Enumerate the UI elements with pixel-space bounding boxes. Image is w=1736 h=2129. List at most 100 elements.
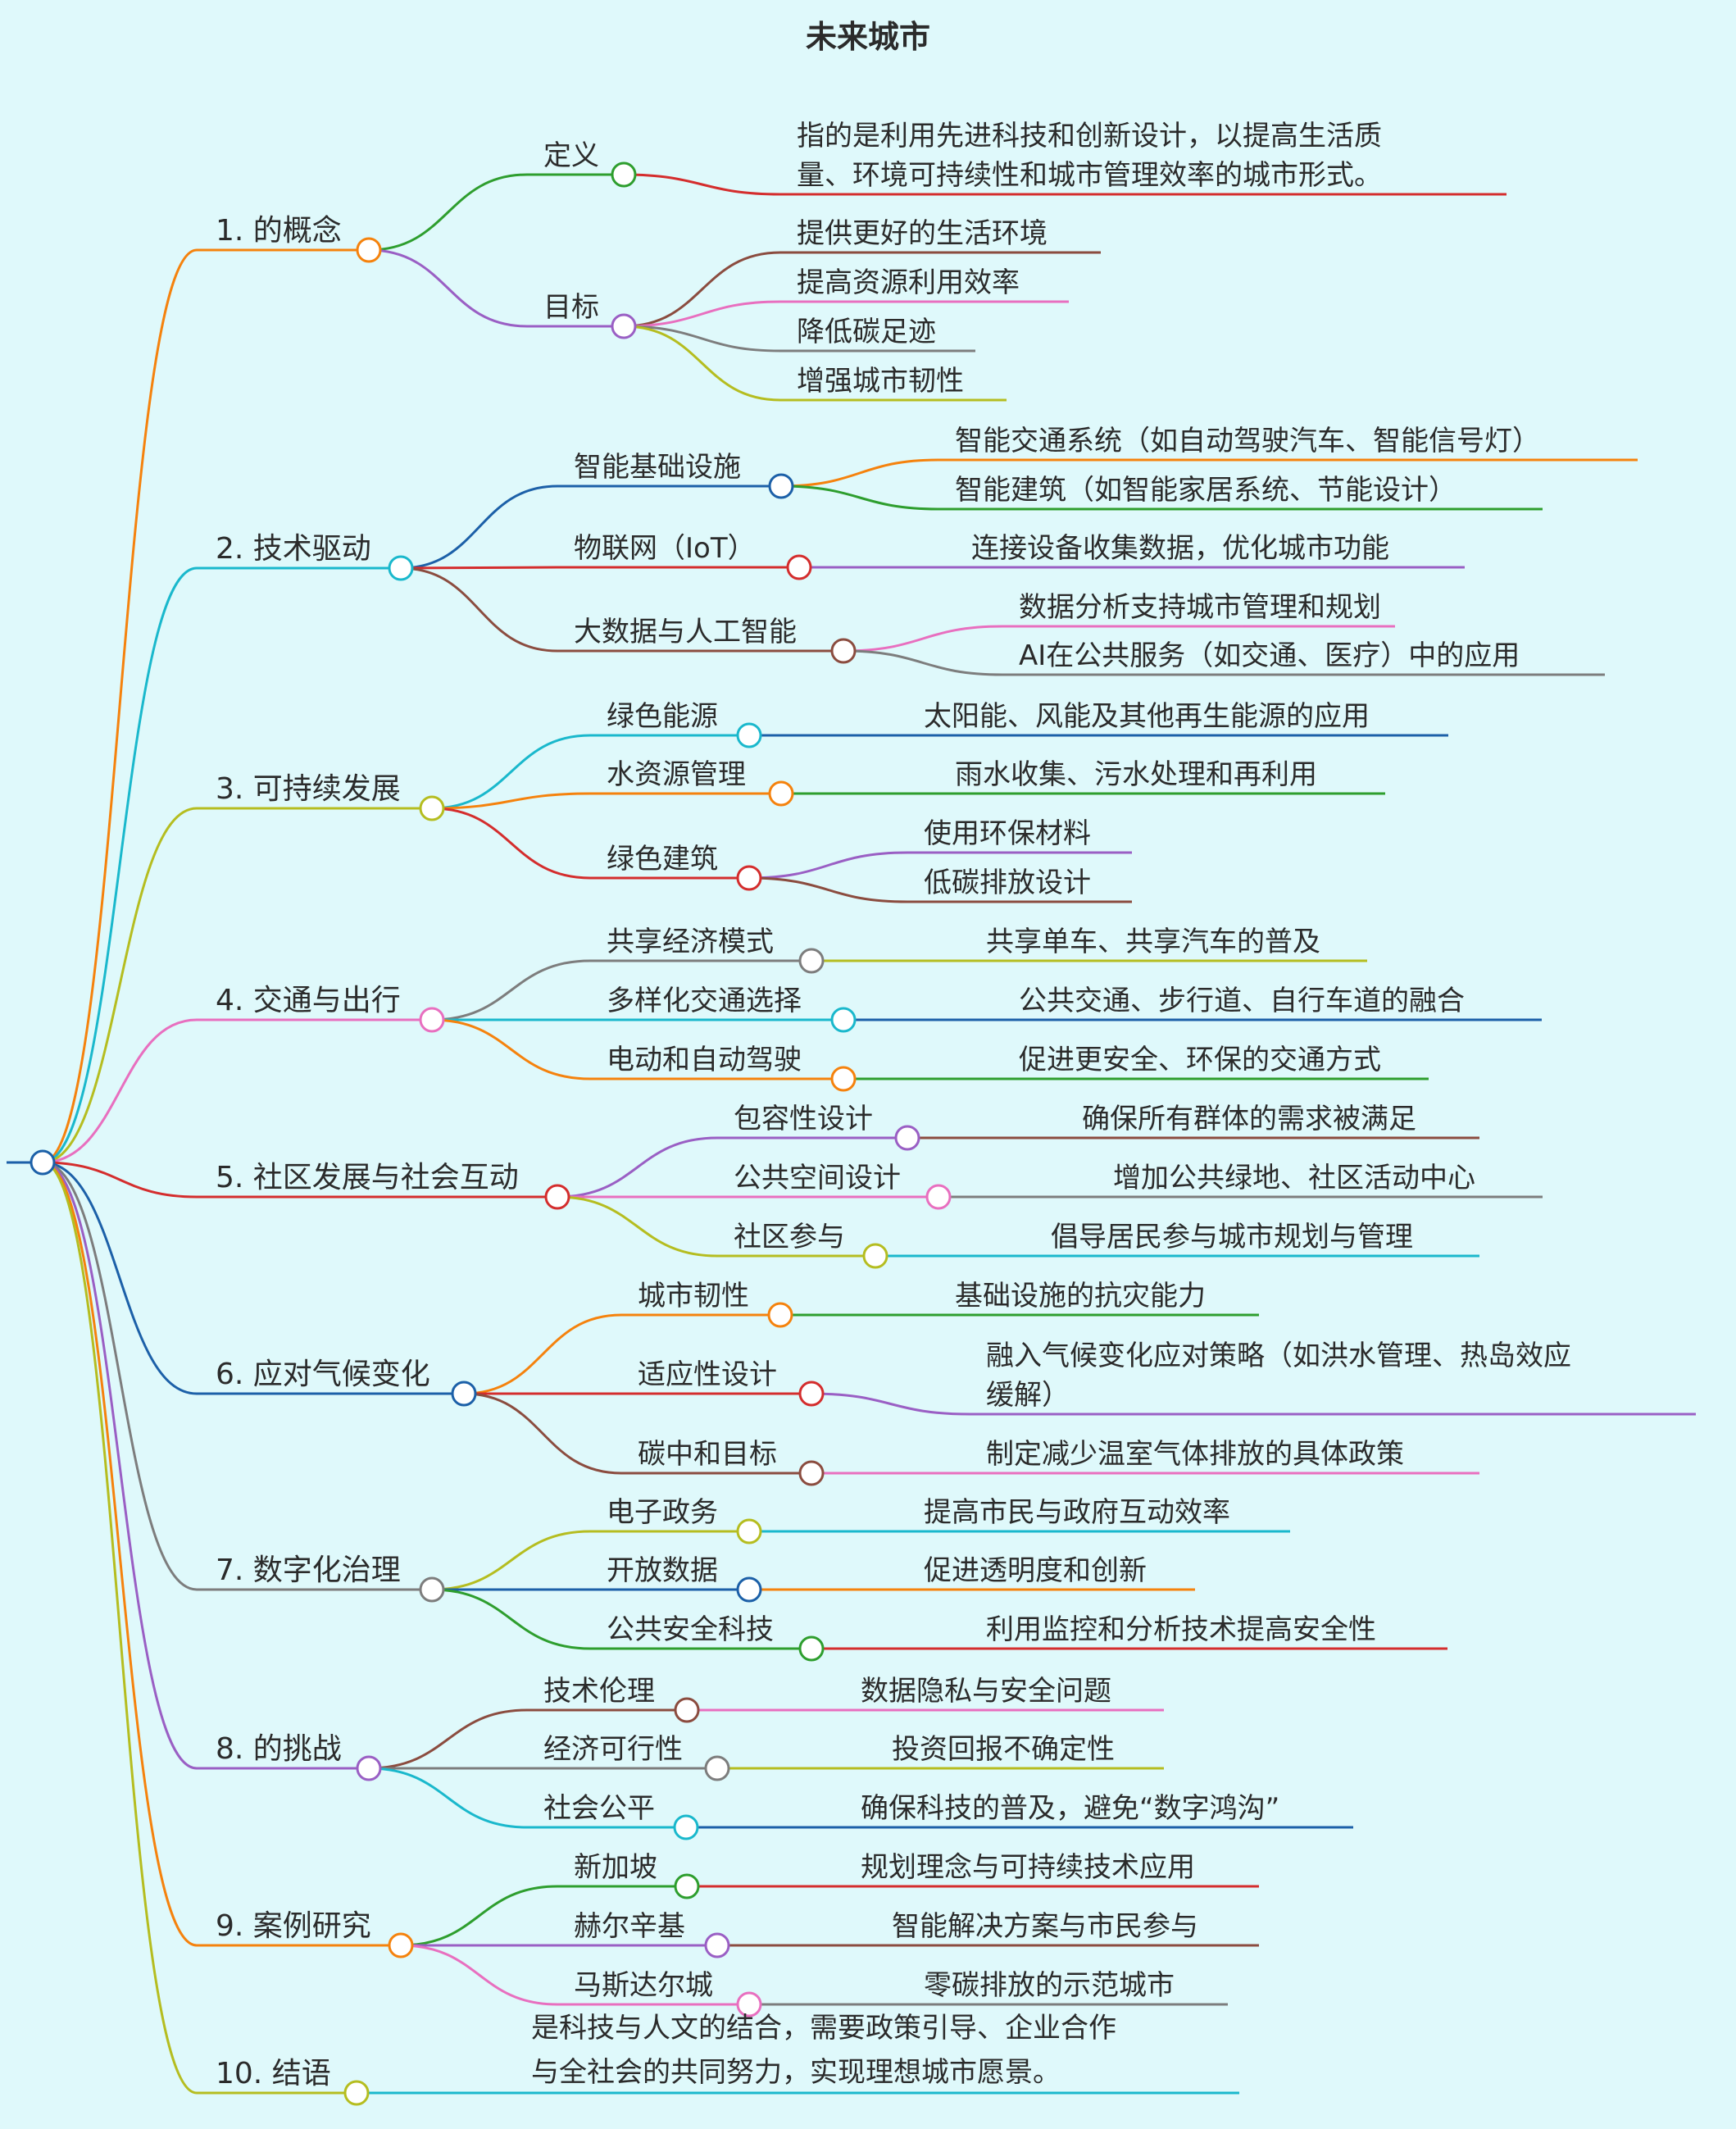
topic-connector xyxy=(557,1136,718,1199)
mind-map-edges xyxy=(7,173,1696,2095)
detail-text: 量、环境可持续性和城市管理效率的城市形式。 xyxy=(797,159,1382,192)
topic-connector xyxy=(400,1944,558,2006)
detail-text: 增加公共绿地、社区活动中心 xyxy=(1113,1162,1475,1194)
branch-label: 7. 数字化治理 xyxy=(216,1554,401,1587)
branch-node[interactable] xyxy=(419,1007,445,1033)
branch-connector xyxy=(42,1161,198,2095)
branch-connector xyxy=(42,807,198,1164)
detail-text: 倡导居民参与城市规划与管理 xyxy=(1051,1221,1413,1253)
branch-connector xyxy=(42,1161,198,1947)
detail-text: 制定减少温室气体排放的具体政策 xyxy=(986,1438,1404,1471)
topic-label: 技术伦理 xyxy=(543,1675,655,1708)
topic-connector xyxy=(368,1767,528,1829)
detail-text: 融入气候变化应对策略（如洪水管理、热岛效应 xyxy=(986,1340,1571,1372)
topic-label: 适应性设计 xyxy=(638,1358,777,1391)
branch-node[interactable] xyxy=(343,2080,370,2106)
topic-node[interactable] xyxy=(673,1814,699,1840)
branch-connector xyxy=(42,566,198,1164)
detail-connector xyxy=(623,173,781,196)
branch-node[interactable] xyxy=(544,1184,570,1210)
topic-node[interactable] xyxy=(674,1697,700,1723)
topic-connector xyxy=(557,1195,718,1258)
topic-node[interactable] xyxy=(798,1381,825,1407)
detail-connector xyxy=(811,1392,970,1416)
root-node[interactable] xyxy=(30,1149,56,1176)
topic-node[interactable] xyxy=(736,1518,762,1544)
topic-label: 经济可行性 xyxy=(543,1733,683,1766)
topic-node[interactable] xyxy=(798,1460,825,1486)
topic-label: 碳中和目标 xyxy=(638,1438,777,1471)
mind-map-nodes: 1. 的概念定义指的是利用先进科技和创新设计，以提高生活质量、环境可持续性和城市… xyxy=(30,120,1571,2106)
topic-label: 物联网（IoT） xyxy=(574,532,756,565)
detail-text: 增强城市韧性 xyxy=(797,365,964,398)
branch-node[interactable] xyxy=(451,1381,477,1407)
detail-connector xyxy=(623,251,781,328)
branch-node[interactable] xyxy=(356,237,382,263)
topic-label: 马斯达尔城 xyxy=(574,1969,713,2002)
topic-node[interactable] xyxy=(830,638,857,664)
map-title: 未来城市 xyxy=(806,19,930,55)
topic-node[interactable] xyxy=(894,1125,920,1151)
topic-label: 电子政务 xyxy=(607,1496,718,1529)
topic-node[interactable] xyxy=(736,722,762,748)
topic-node[interactable] xyxy=(736,1991,762,2018)
branch-label: 5. 社区发展与社会互动 xyxy=(216,1161,519,1194)
topic-node[interactable] xyxy=(768,780,794,807)
topic-node[interactable] xyxy=(767,1302,793,1328)
detail-text: 促进更安全、环保的交通方式 xyxy=(1019,1044,1381,1076)
topic-connector xyxy=(400,566,558,653)
branch-node[interactable] xyxy=(356,1755,382,1781)
topic-label: 赫尔辛基 xyxy=(574,1910,685,1943)
branch-label: 4. 交通与出行 xyxy=(216,984,401,1017)
detail-text: 数据隐私与安全问题 xyxy=(861,1675,1111,1708)
topic-node[interactable] xyxy=(862,1243,888,1269)
topic-label: 定义 xyxy=(543,139,599,172)
topic-connector xyxy=(431,959,591,1021)
branch-node[interactable] xyxy=(419,1576,445,1603)
topic-node[interactable] xyxy=(798,948,825,974)
topic-node[interactable] xyxy=(704,1755,730,1781)
detail-text: 低碳排放设计 xyxy=(924,867,1091,899)
topic-label: 包容性设计 xyxy=(734,1103,873,1135)
topic-label: 共享经济模式 xyxy=(607,926,774,958)
branch-node[interactable] xyxy=(388,555,414,581)
topic-node[interactable] xyxy=(768,473,794,499)
topic-node[interactable] xyxy=(736,865,762,891)
topic-label: 新加坡 xyxy=(574,1851,657,1884)
detail-text: 数据分析支持城市管理和规划 xyxy=(1019,591,1381,624)
detail-text: 智能解决方案与市民参与 xyxy=(892,1910,1198,1943)
branch-connector xyxy=(42,1161,198,1395)
detail-connector xyxy=(623,325,781,402)
topic-connector xyxy=(431,1530,591,1591)
topic-node[interactable] xyxy=(674,1873,700,1899)
topic-label: 水资源管理 xyxy=(607,758,746,791)
topic-connector xyxy=(368,248,528,328)
branch-label: 10. 结语 xyxy=(216,2057,331,2090)
topic-node[interactable] xyxy=(611,161,637,188)
detail-connector xyxy=(780,484,939,511)
topic-node[interactable] xyxy=(830,1007,857,1033)
topic-node[interactable] xyxy=(786,554,812,580)
detail-text: 提供更好的生活环境 xyxy=(797,217,1048,250)
branch-connector xyxy=(42,1018,198,1164)
detail-text: 投资回报不确定性 xyxy=(892,1733,1115,1766)
topic-node[interactable] xyxy=(830,1066,857,1092)
topic-node[interactable] xyxy=(798,1635,825,1662)
topic-node[interactable] xyxy=(704,1932,730,1958)
topic-node[interactable] xyxy=(736,1576,762,1603)
topic-label: 城市韧性 xyxy=(638,1280,749,1312)
detail-text: 智能交通系统（如自动驾驶汽车、智能信号灯） xyxy=(955,425,1540,457)
detail-text: 共享单车、共享汽车的普及 xyxy=(986,926,1320,958)
topic-node[interactable] xyxy=(611,313,637,339)
detail-text: 提高市民与政府互动效率 xyxy=(924,1496,1230,1529)
branch-connector xyxy=(42,1161,198,1591)
branch-label: 1. 的概念 xyxy=(216,214,342,248)
branch-connector xyxy=(42,1161,198,1770)
topic-node[interactable] xyxy=(925,1184,952,1210)
topic-connector xyxy=(431,792,591,810)
topic-label: 绿色能源 xyxy=(607,700,718,733)
branch-node[interactable] xyxy=(419,795,445,821)
branch-node[interactable] xyxy=(388,1932,414,1958)
detail-text: 零碳排放的示范城市 xyxy=(924,1969,1175,2002)
topic-label: 开放数据 xyxy=(607,1554,718,1587)
